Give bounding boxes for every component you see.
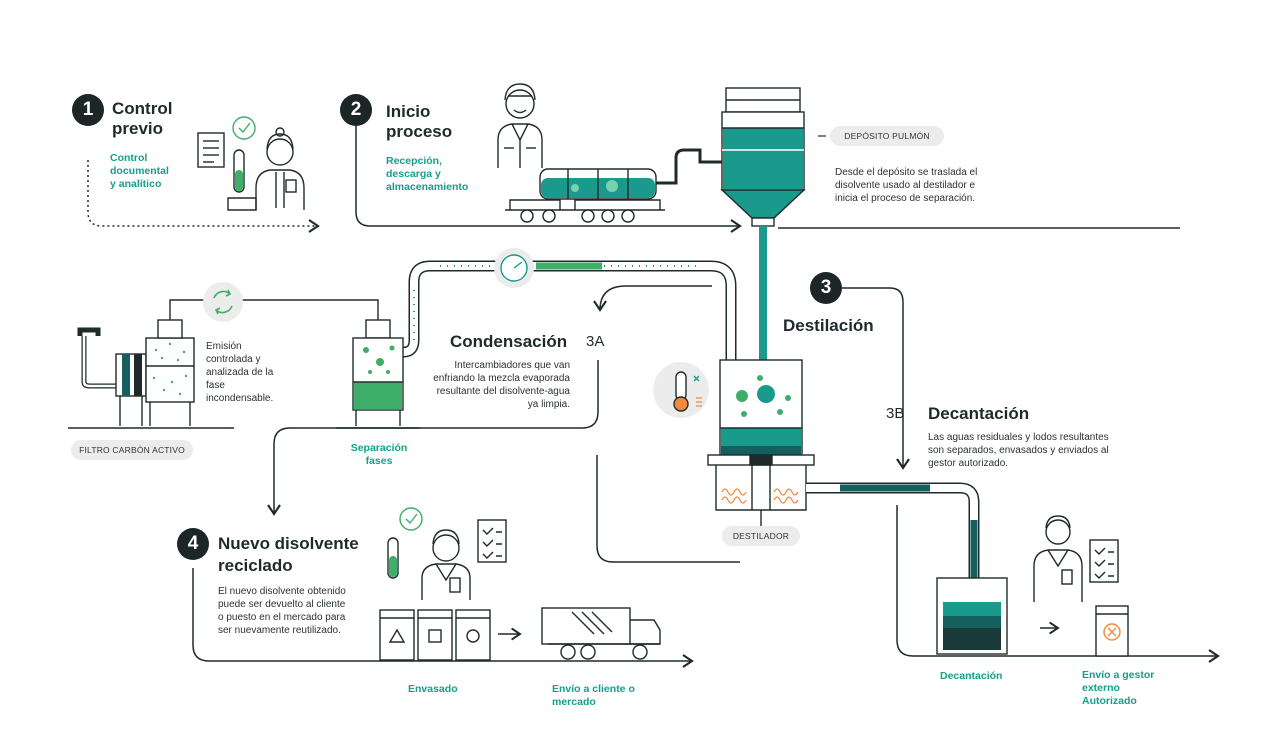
deposito-pulmon-tag: DEPÓSITO PULMÓN <box>830 126 944 146</box>
step-4-title-line1: Nuevo disolvente <box>218 534 359 553</box>
step-3a-body-line2: enfriando la mezcla evaporada <box>433 373 570 384</box>
envio-gestor-caption-line1: Envío a gestor <box>1082 669 1155 681</box>
envio-cliente-caption-line1: Envío a cliente o <box>552 683 635 695</box>
emision-note-line4: fase <box>206 380 225 391</box>
step-3b-body-line1: Las aguas residuales y lodos resultantes <box>928 432 1109 443</box>
decantacion-caption: Decantación <box>940 670 1003 682</box>
flow-line-3a-down <box>267 360 599 516</box>
step-4-body-line1: El nuevo disolvente obtenido <box>218 586 346 597</box>
step-3a-body-line3: resultante del disolvente-agua <box>436 386 570 397</box>
filtro-carbon-illustration <box>68 299 379 429</box>
step-3a-body-line1: Intercambiadores que van <box>454 360 570 371</box>
step-3b-title: Decantación <box>928 404 1030 423</box>
step-3a-code: 3A <box>586 333 605 350</box>
step-3a-body-line4: ya limpia. <box>527 399 570 410</box>
step-2-sub-line2: descarga y <box>386 168 441 180</box>
deposito-note-line3: inicia el proceso de separación. <box>835 193 976 204</box>
step-3-badge: 3 <box>810 272 842 304</box>
destilador-bubbles <box>736 375 791 417</box>
emision-note-line3: analizada de la <box>206 367 274 378</box>
step-3-title: Destilación <box>783 316 874 335</box>
step-3a-title: Condensación <box>450 332 568 351</box>
separacion-fases-illustration <box>336 319 420 429</box>
flow-line-destilador <box>596 455 740 563</box>
step-4-title-line2: reciclado <box>218 556 293 575</box>
heater-coils <box>721 488 799 504</box>
step-1-sub-line2: documental <box>110 165 169 177</box>
step-1-sub-line3: y analítico <box>110 178 162 190</box>
step-2-title-line1: Inicio <box>386 102 431 121</box>
step-3b-code: 3B <box>886 405 905 422</box>
deposito-note-line1: Desde el depósito se traslada el <box>835 167 978 178</box>
step-4-body-line2: puede ser devuelto al cliente <box>218 599 346 610</box>
step-4-body-line3: o puesto en el mercado para <box>218 612 346 623</box>
filtro-carbon-tag: FILTRO CARBÓN ACTIVO <box>71 440 193 460</box>
nuevo-disolvente-illustration <box>379 507 661 661</box>
step-1-title-line1: Control <box>112 99 173 118</box>
control-previo-illustration <box>197 116 305 211</box>
condensation-pipe <box>384 260 737 368</box>
step-3b-body-line3: gestor autorizado. <box>928 458 1009 469</box>
envio-gestor-caption-line2: externo <box>1082 682 1120 694</box>
flow-line-step3 <box>842 287 910 470</box>
step-2-title-line2: proceso <box>386 122 453 141</box>
flow-line-3b <box>896 505 1220 663</box>
step-3b-body-line2: son separados, envasados y enviados al <box>928 445 1109 456</box>
pressure-gauge <box>494 248 534 288</box>
envasado-caption: Envasado <box>408 683 458 695</box>
emision-note-line5: incondensable. <box>206 393 274 404</box>
separacion-caption-line1: Separación <box>350 442 408 454</box>
deposito-note-line2: disolvente usado al destilador e <box>835 180 976 191</box>
destilador-illustration <box>707 359 815 528</box>
step-4-body-line4: ser nuevamente reutilizado. <box>218 625 341 636</box>
step-2-sub-line3: almacenamiento <box>386 181 469 193</box>
flow-line-step2 <box>355 125 742 233</box>
feed-pipe <box>759 226 767 361</box>
envio-gestor-caption-line3: Autorizado <box>1082 695 1137 707</box>
destilador-tag: DESTILADOR <box>722 526 800 546</box>
thermometer-icon <box>653 362 709 418</box>
decantacion-tank <box>936 577 1008 655</box>
inicio-proceso-illustration <box>497 83 722 223</box>
deposito-pulmon-tank <box>720 87 806 227</box>
step-1-title-line2: previo <box>112 119 164 138</box>
recycle-icon <box>203 282 243 322</box>
flow-line-3a <box>593 285 712 312</box>
flow-line-step4 <box>192 568 694 668</box>
step-1-sub-line1: Control <box>110 152 148 164</box>
emision-note-line1: Emisión <box>206 341 242 352</box>
filter-dots <box>152 342 188 396</box>
residue-pipe <box>806 482 980 578</box>
step-2-badge: 2 <box>340 94 372 126</box>
gestor-illustration <box>1033 515 1129 657</box>
separacion-bubbles <box>363 345 395 374</box>
envio-cliente-caption-line2: mercado <box>552 696 596 708</box>
separacion-caption-line2: fases <box>365 455 393 467</box>
step-4-badge: 4 <box>177 528 209 560</box>
emision-note-line2: controlada y <box>206 354 261 365</box>
step-1-badge: 1 <box>72 94 104 126</box>
step-2-sub-line1: Recepción, <box>386 155 443 167</box>
